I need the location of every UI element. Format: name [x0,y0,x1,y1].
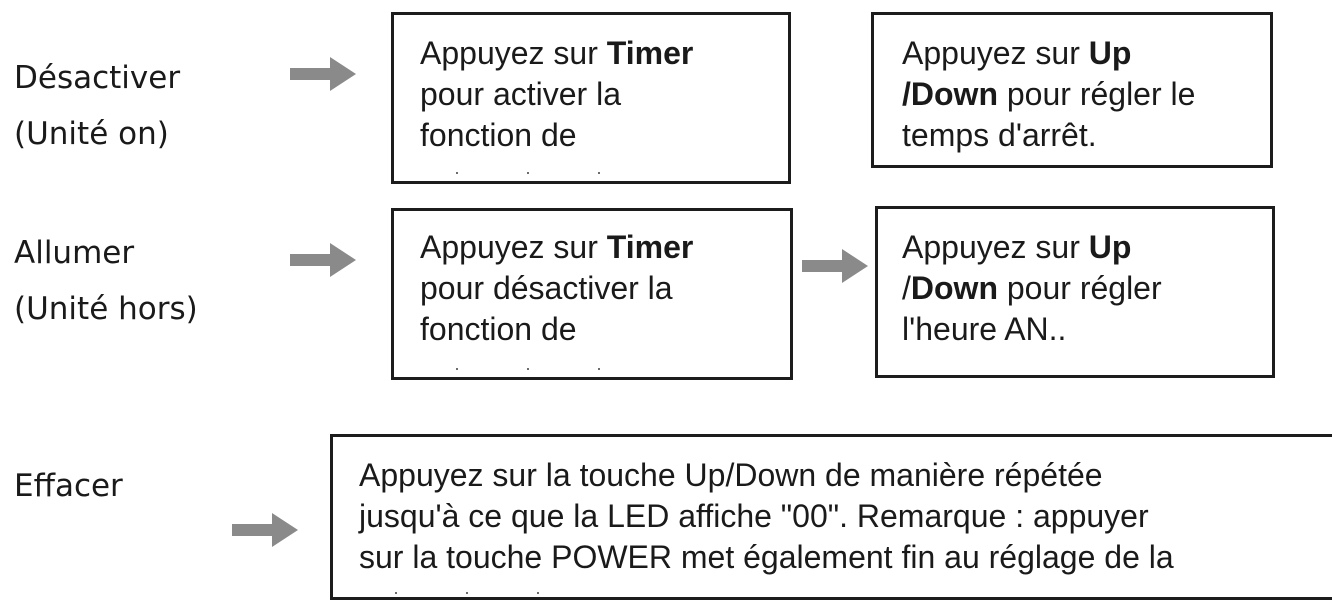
row2-step2-text: Appuyez sur Up /Down pour régler l'heure… [902,229,1162,347]
row1-step1-text: Appuyez sur Timer pour activer la foncti… [420,35,694,153]
truncated-text-dots: · · · [393,582,571,600]
timer-keyword: Timer [606,229,694,265]
row2-step1-text: Appuyez sur Timer pour désactiver la fon… [420,229,694,347]
up-keyword: Up [1088,35,1132,71]
row3-clear-text: Appuyez sur la touche Up/Down de manière… [359,457,1174,575]
row1-arrow-icon [290,57,356,91]
row2-arrow-icon [290,243,356,277]
row2-label-line1: Allumer [14,235,135,271]
timer-keyword: Timer [606,35,694,71]
row2-step1-box: Appuyez sur Timer pour désactiver la fon… [391,208,793,380]
row2-connector-arrow-icon [802,249,868,283]
down-keyword: /Down [902,76,998,112]
row3-label-line1: Effacer [14,468,123,504]
row1-label: Désactiver (Unité on) [14,50,180,162]
row1-step1-box: Appuyez sur Timer pour activer la foncti… [391,12,791,184]
row2-label: Allumer (Unité hors) [14,225,198,337]
truncated-text-dots: · · · [454,358,632,378]
row2-step2-box: Appuyez sur Up /Down pour régler l'heure… [875,206,1275,378]
row3-arrow-icon [232,513,298,547]
row1-step2-text: Appuyez sur Up /Down pour régler le temp… [902,35,1196,153]
truncated-text-dots: · · · [454,162,632,182]
row1-label-line2: (Unité on) [14,116,169,152]
row3-label: Effacer [14,458,123,514]
row2-label-line2: (Unité hors) [14,291,198,327]
row1-label-line1: Désactiver [14,60,181,96]
row1-step2-box: Appuyez sur Up /Down pour régler le temp… [871,12,1273,168]
down-keyword: Down [910,270,998,306]
up-keyword: Up [1088,229,1132,265]
row3-clear-box: Appuyez sur la touche Up/Down de manière… [330,434,1332,600]
